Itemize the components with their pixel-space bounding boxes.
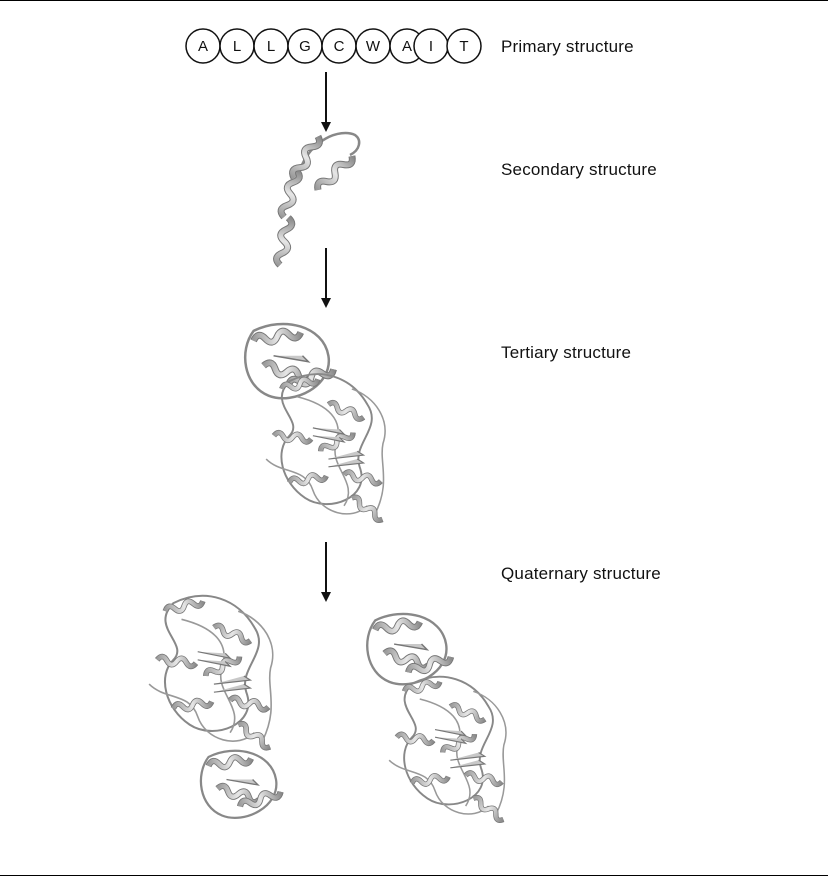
tertiary-structure-ribbon: [245, 324, 385, 522]
residue-label-5: C: [334, 38, 345, 55]
residue-label-7: A: [402, 38, 412, 55]
subunit-left: [149, 596, 282, 818]
label-tertiary-structure: Tertiary structure: [501, 343, 631, 363]
secondary-structure-ribbon: [276, 133, 360, 266]
label-quaternary-structure: Quaternary structure: [501, 564, 661, 584]
label-secondary-structure: Secondary structure: [501, 160, 657, 180]
residue-label-3: L: [267, 38, 275, 55]
residue-label-8: I: [429, 38, 433, 55]
label-primary-structure: Primary structure: [501, 37, 634, 57]
residue-label-4: G: [299, 38, 311, 55]
residue-label-9: T: [459, 38, 468, 55]
primary-chain: A L L G C W A I T: [186, 29, 481, 63]
residue-label-1: A: [198, 38, 208, 55]
residue-label-2: L: [233, 38, 241, 55]
residue-label-6: W: [366, 38, 381, 55]
subunit-right: [367, 614, 506, 822]
quaternary-structure-ribbon: [149, 596, 506, 822]
